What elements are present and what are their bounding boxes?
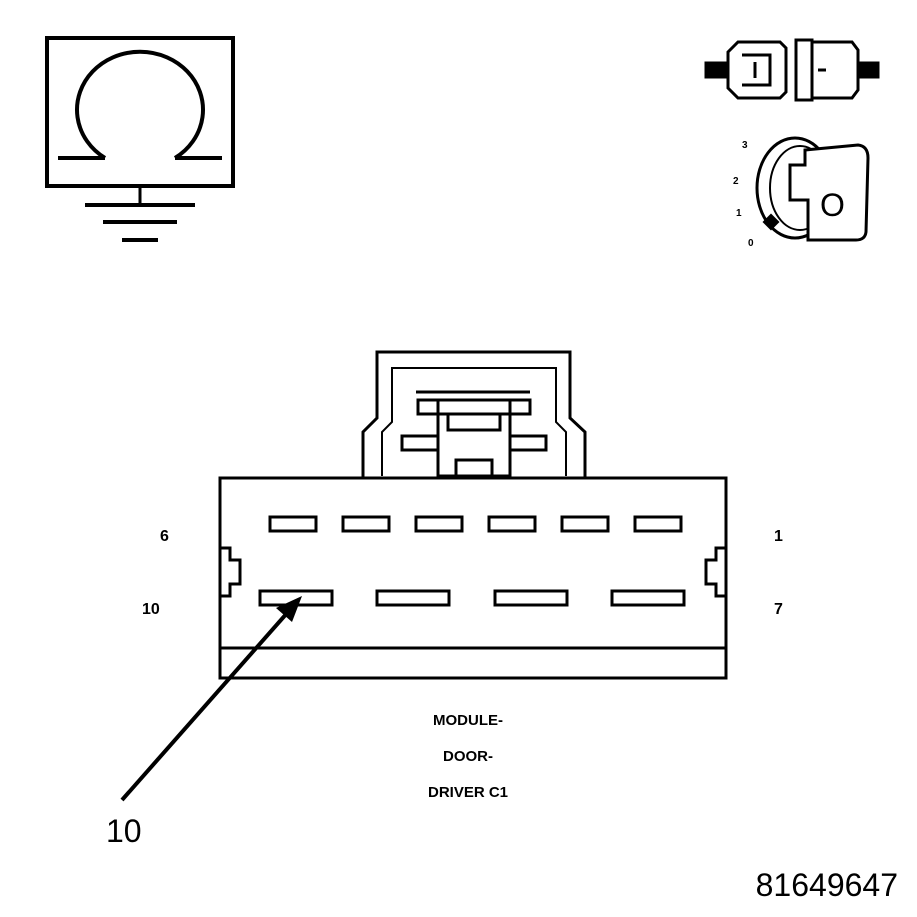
pin-label-10: 10: [142, 601, 160, 618]
caption-line-2: DOOR-: [443, 748, 493, 765]
pin-5: [341, 515, 391, 533]
ohmmeter-icon: [45, 36, 235, 242]
pin-3: [487, 515, 537, 533]
caption-line-3: DRIVER C1: [428, 784, 508, 801]
connector-disconnected-icon: [704, 38, 880, 102]
pin-9: [375, 589, 451, 607]
pin-4: [414, 515, 464, 533]
pin-6: [268, 515, 318, 533]
pin-row-1: [268, 515, 683, 533]
pin-8: [493, 589, 569, 607]
key-position-2: 2: [733, 176, 739, 187]
ignition-key-icon: 3 2 1 0 O: [733, 136, 870, 249]
callout-arrow: [120, 596, 302, 802]
connector-c1: [218, 350, 728, 680]
figure-id: 81649647: [756, 867, 898, 903]
pin-label-6: 6: [160, 528, 169, 545]
pin-row-2: [258, 589, 686, 607]
pin-1: [633, 515, 683, 533]
key-position-0: 0: [748, 238, 754, 249]
pin-7: [610, 589, 686, 607]
key-position-1: 1: [736, 208, 742, 219]
pin-label-1: 1: [774, 528, 783, 545]
caption-line-1: MODULE-: [433, 712, 503, 729]
pin-label-7: 7: [774, 601, 783, 618]
callout-label: 10: [106, 813, 142, 849]
pin-2: [560, 515, 610, 533]
key-position-3: 3: [742, 140, 748, 151]
key-symbol: O: [820, 187, 845, 223]
connector-caption: MODULE- DOOR- DRIVER C1: [428, 712, 508, 801]
